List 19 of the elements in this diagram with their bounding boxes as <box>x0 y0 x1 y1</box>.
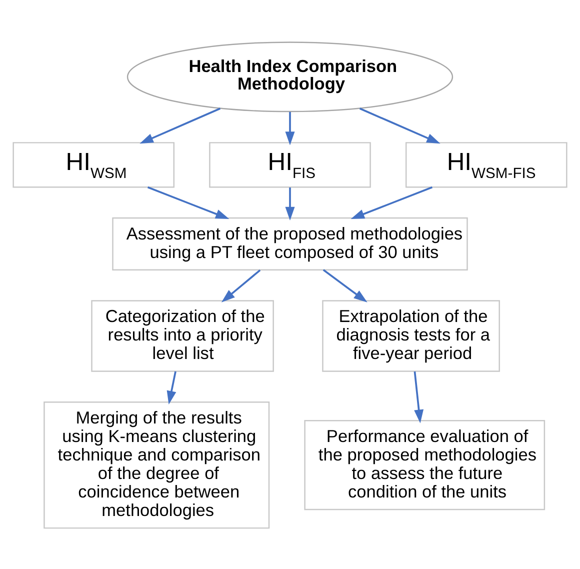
node-box: Assessment of the proposed methodologies using a PT fleet composed of 30 units <box>112 216 468 270</box>
node-box: Categorization of the results into a priority level list <box>91 300 274 372</box>
node-ellipse: Health Index Comparison Methodology <box>126 41 454 112</box>
node-box: Merging of the results using K-means clustering technique and comparison of the degree of coincidence between methodologies <box>44 400 270 528</box>
node-box: Performance evaluation of the proposed methodologies to assess the future condition of the units <box>304 419 546 510</box>
arrow <box>350 186 433 219</box>
node-box: Extrapolation of the diagnosis tests for a five-year period <box>322 300 500 372</box>
arrow <box>166 370 176 404</box>
arrow <box>140 107 221 144</box>
arrow <box>322 268 368 302</box>
node-box: HI$_{WSM}$ <box>12 142 175 188</box>
arrow <box>221 268 261 302</box>
arrow <box>359 107 440 144</box>
arrow <box>285 111 295 145</box>
arrow <box>414 370 424 423</box>
node-box: HI$_{FIS}$ <box>209 142 371 188</box>
arrow <box>147 186 230 219</box>
node-box: HI$_{WSM-FIS}$ <box>405 142 568 188</box>
arrow <box>285 187 295 220</box>
